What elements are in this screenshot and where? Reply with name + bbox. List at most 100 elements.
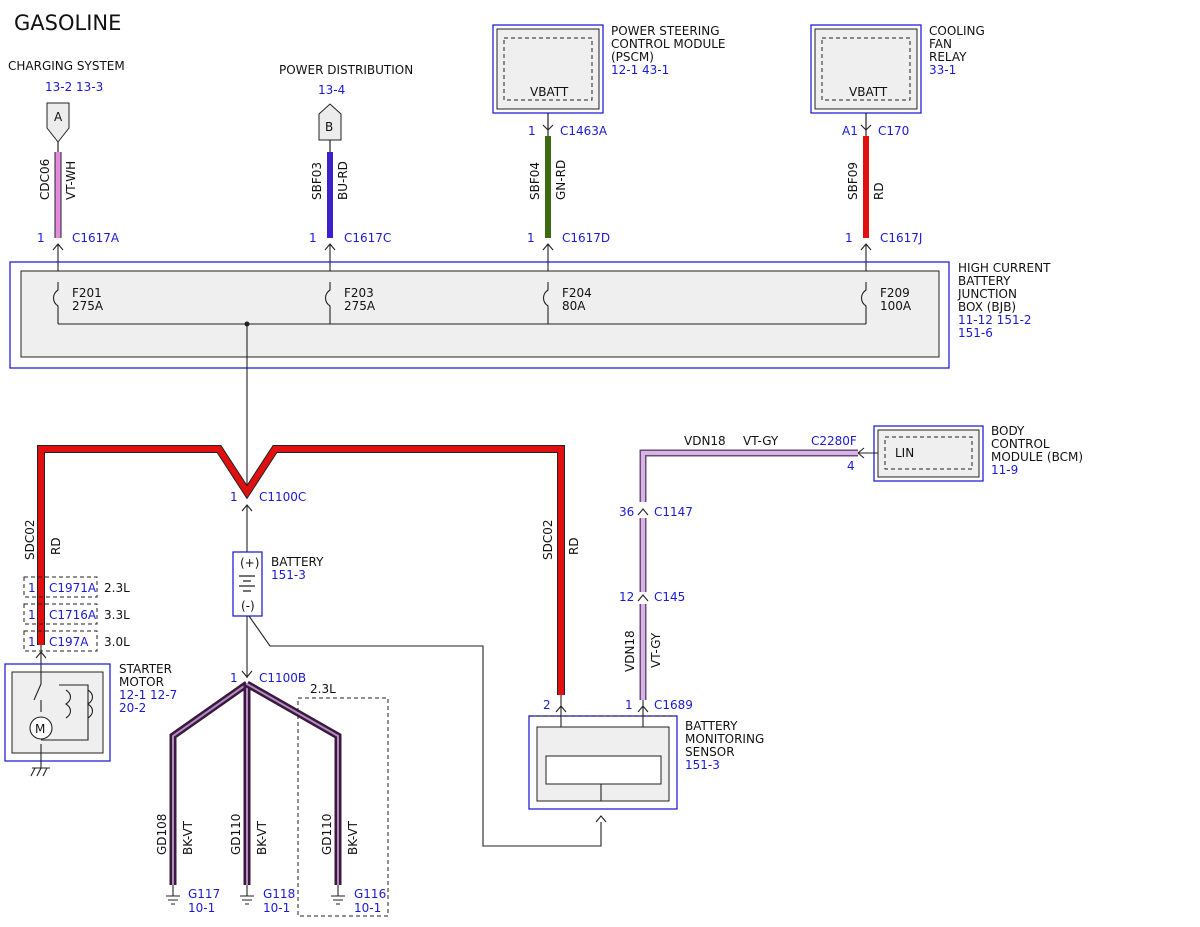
c2280f-arrow — [857, 447, 878, 459]
g116-refs: 10-1 — [354, 901, 381, 915]
pscm-body — [496, 28, 600, 110]
sdc02-wire — [38, 446, 564, 695]
variant-2-3l-box — [297, 697, 389, 917]
c1617-arrows — [52, 243, 872, 251]
bms-pin-2: 2 — [543, 698, 551, 712]
c170-pin: A1 — [842, 124, 858, 138]
c145-pin: 12 — [619, 590, 634, 604]
fuse-f204-rating: 80A — [562, 299, 586, 313]
pscm-vbatt-label: VBATT — [530, 85, 569, 99]
g117-ground-symbol — [166, 885, 180, 905]
c1463a-arrow — [542, 124, 554, 131]
diagram-title: GASOLINE — [14, 11, 121, 35]
gd108-circuit: GD108 — [155, 814, 169, 855]
bcm-label-1: BODY — [991, 424, 1025, 438]
bjb-box: HIGH CURRENT BATTERY JUNCTION BOX (BJB) … — [9, 261, 1051, 369]
cooling-fan-refs: 33-1 — [929, 63, 956, 77]
cdc06-color: VT-WH — [64, 161, 78, 200]
c1617d-name: C1617D — [562, 231, 610, 245]
starter-label-2: MOTOR — [119, 675, 164, 689]
starter-motor-symbol — [29, 716, 53, 740]
c1716a-name: C1716A — [49, 608, 97, 622]
c1617j-pin: 1 — [845, 231, 853, 245]
bcm-inner — [884, 436, 973, 470]
c1716a-box — [23, 603, 98, 625]
c1100b-arrow — [241, 670, 253, 678]
battery-minus-label: (-) — [241, 599, 255, 613]
c1716a-variant: 3.3L — [104, 608, 130, 622]
fuse-f209-symbol — [860, 282, 867, 324]
pscm-inner — [503, 37, 593, 101]
power-distribution-refs: 13-4 — [318, 83, 345, 97]
bms-label-1: BATTERY — [685, 719, 738, 733]
c2280f-pin: 4 — [847, 459, 855, 473]
connector-a-symbol — [46, 102, 70, 143]
g117-refs: 10-1 — [188, 901, 215, 915]
gd110b-circuit: GD110 — [320, 814, 334, 855]
ground-wires: GD108 BK-VT GD110 BK-VT GD110 BK-VT G117… — [155, 680, 389, 917]
g116-ground-symbol — [331, 885, 345, 905]
c145-arrow — [637, 594, 649, 602]
starter-outline — [4, 663, 111, 762]
fuse-f203-symbol — [324, 282, 331, 324]
fuse-f203-rating: 275A — [344, 299, 376, 313]
g118-ground-symbol — [240, 885, 254, 905]
cooling-fan-label-2: FAN — [929, 37, 952, 51]
bms-sense-arrow — [595, 815, 607, 823]
c1617j-name: C1617J — [880, 231, 922, 245]
c1689-pin: 1 — [625, 698, 633, 712]
sdc02-left-circuit: SDC02 — [23, 519, 37, 560]
sbf09-color: RD — [872, 182, 886, 200]
bms-refs: 151-3 — [685, 758, 720, 772]
pscm-refs: 12-1 43-1 — [611, 63, 669, 77]
c1463a-pin: 1 — [528, 124, 536, 138]
gd108-color: BK-VT — [181, 820, 195, 855]
battery-plus-label: (+) — [240, 556, 259, 570]
pscm-label-2: CONTROL MODULE — [611, 37, 726, 51]
pscm-label-1: POWER STEERING — [611, 24, 720, 38]
cooling-fan-label-3: RELAY — [929, 50, 967, 64]
g117-name: G117 — [188, 887, 220, 901]
c1100c-pin: 1 — [230, 490, 238, 504]
c1617c-name: C1617C — [344, 231, 391, 245]
motor-glyph: M — [35, 722, 45, 736]
battery: (+) (-) BATTERY 151-3 — [232, 551, 324, 617]
starter-connector-arrow — [35, 645, 47, 672]
c1100c-arrow — [241, 504, 253, 552]
vdn18-top-color: VT-GY — [743, 434, 779, 448]
variant-2-3l-label: 2.3L — [310, 682, 336, 696]
cooling-fan-label-1: COOLING — [929, 24, 985, 38]
c197a-pin: 1 — [28, 635, 36, 649]
cooling-fan-body — [814, 28, 918, 110]
fuse-f201-symbol — [52, 282, 59, 324]
g118-refs: 10-1 — [263, 901, 290, 915]
sdc02-left-color: RD — [49, 537, 63, 555]
g118-name: G118 — [263, 887, 295, 901]
power-distribution-label: POWER DISTRIBUTION — [279, 63, 413, 77]
sdc02-right-circuit: SDC02 — [541, 519, 555, 560]
c1100b-name: C1100B — [259, 671, 306, 685]
c1617-connectors: 1 C1617A 1 C1617C 1 C1617D 1 C1617J — [37, 231, 922, 282]
bcm-label-3: MODULE (BCM) — [991, 450, 1083, 464]
c170-name: C170 — [878, 124, 909, 138]
bjb-label-4: BOX (BJB) — [958, 300, 1016, 314]
gd110a-circuit: GD110 — [229, 814, 243, 855]
c1716a-pin: 1 — [28, 608, 36, 622]
g116-name: G116 — [354, 887, 386, 901]
bjb-refs-2: 151-6 — [958, 326, 993, 340]
bjb-body — [20, 270, 940, 358]
c1971a-variant: 2.3L — [104, 581, 130, 595]
fuse-f204-symbol — [542, 282, 549, 324]
sbf09-circuit: SBF09 — [846, 162, 860, 200]
c1617d-pin: 1 — [527, 231, 535, 245]
fuse-f203-name: F203 — [344, 286, 374, 300]
fuse-f201-name: F201 — [72, 286, 102, 300]
battery-label: BATTERY — [271, 555, 324, 569]
battery-refs: 151-3 — [271, 568, 306, 582]
c170-arrow — [860, 124, 872, 131]
sdc02-right-color: RD — [567, 537, 581, 555]
cdc06-circuit: CDC06 — [38, 159, 52, 200]
starter-refs-1: 12-1 12-7 — [119, 688, 177, 702]
c1147-arrow — [637, 508, 649, 516]
c1617a-pin: 1 — [37, 231, 45, 245]
